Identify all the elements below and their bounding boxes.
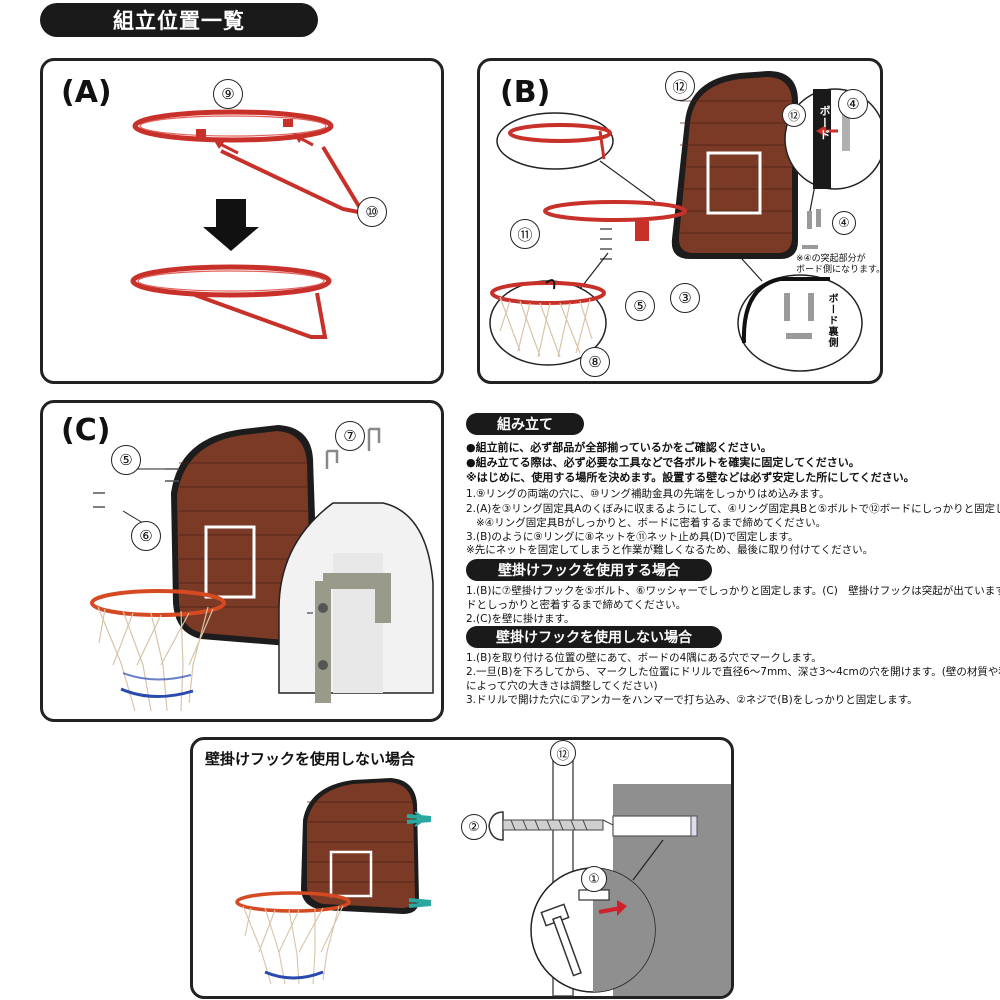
panel-b: (B) <box>477 58 883 384</box>
panel-c: (C) <box>40 400 444 722</box>
part-10-label: ⑩ <box>357 197 387 227</box>
hook-nouse-line-1: 1.(B)を取り付ける位置の壁にあて、ボードの4隅にある穴でマークします。 <box>466 652 822 664</box>
ring-with-bracket-illustration <box>130 109 368 339</box>
assembly-line-6: ※④リング固定具Bがしっかりと、ボードに密着するまで締めてください。 <box>476 517 827 529</box>
part-3-label: ③ <box>670 283 700 313</box>
panel-a-label: (A) <box>61 75 112 110</box>
part-8-label: ⑧ <box>580 347 610 377</box>
board-with-hook-illustration <box>90 425 434 712</box>
part-2-label: ② <box>461 814 487 840</box>
bottom-panel: 壁掛けフックを使用しない場合 <box>190 737 734 999</box>
part-12-inset-label: ⑫ <box>782 103 806 127</box>
hook-use-line-1: 1.(B)に⑦壁掛けフックを⑤ボルト、⑥ワッシャーでしっかりと固定します。(C)… <box>466 585 1000 597</box>
assembly-line-4: 1.⑨リングの両端の穴に、⑩リング補助金具の先端をしっかりはめ込みます。 <box>466 488 830 500</box>
part-5-label: ⑤ <box>111 445 141 475</box>
bottom-panel-title: 壁掛けフックを使用しない場合 <box>205 750 416 768</box>
part-4-label: ④ <box>832 211 856 235</box>
part-11-label: ⑪ <box>510 219 540 249</box>
bracket-note-line2: ボード側になります。 <box>796 265 883 275</box>
board-label: ボード <box>818 105 831 141</box>
part-1-label: ① <box>581 866 607 892</box>
panel-c-label: (C) <box>61 413 111 448</box>
hook-nouse-heading: 壁掛けフックを使用しない場合 <box>466 626 722 648</box>
part-7-label: ⑦ <box>335 421 365 451</box>
part-6-label: ⑥ <box>131 521 161 551</box>
part-5-label: ⑤ <box>625 291 655 321</box>
part-12-label: ⑫ <box>665 71 695 101</box>
part-4-label-top: ④ <box>838 89 868 119</box>
panel-b-label: (B) <box>500 75 551 110</box>
hook-nouse-line-2: 2.一旦(B)を下ろしてから、マークした位置にドリルで直径6～7mm、深さ3～4… <box>466 666 1000 678</box>
page-title: 組立位置一覧 <box>40 3 318 37</box>
part-12-label: ⑫ <box>550 740 576 766</box>
assembly-heading: 組み立て <box>466 413 584 435</box>
panel-a: (A) ⑨ ⑩ <box>40 58 444 384</box>
assembly-line-8: ※先にネットを固定してしまうと作業が難しくなるため、最後に取り付けてください。 <box>466 544 874 556</box>
hook-use-line-3: 2.(C)を壁に掛けます。 <box>466 613 575 625</box>
wall-anchor-illustration <box>235 759 731 996</box>
hook-nouse-line-3: によって穴の大きさは調整してください) <box>466 680 658 692</box>
board-assembly-illustration <box>489 71 880 372</box>
assembly-line-2: ●組み立てる際は、必ず必要な工具などで各ボルトを確実に固定してください。 <box>466 456 860 469</box>
assembly-line-1: ●組立前に、必ず部品が全部揃っているかをご確認ください。 <box>466 441 772 454</box>
bracket-note-line1: ※④の突起部分が <box>796 254 866 264</box>
assembly-line-7: 3.(B)のように⑨リングに⑧ネットを⑪ネット止め具(D)で固定します。 <box>466 531 799 543</box>
hook-use-heading: 壁掛けフックを使用する場合 <box>466 559 712 581</box>
part-9-label: ⑨ <box>213 79 243 109</box>
assembly-line-5: 2.(A)を③リング固定具Aのくぼみに収まるようにして、④リング固定具Bと⑤ボル… <box>466 503 1000 515</box>
assembly-line-3: ※はじめに、使用する場所を決めます。設置する壁などは必ず安定した所にしてください… <box>466 471 915 484</box>
hook-nouse-line-4: 3.ドリルで開けた穴に①アンカーをハンマーで打ち込み、②ネジで(B)をしっかりと… <box>466 694 918 706</box>
hook-use-line-2: ドとしっかりと密着するまで締めてください。 <box>466 599 687 611</box>
board-back-label: ボード裏側 <box>826 293 837 348</box>
